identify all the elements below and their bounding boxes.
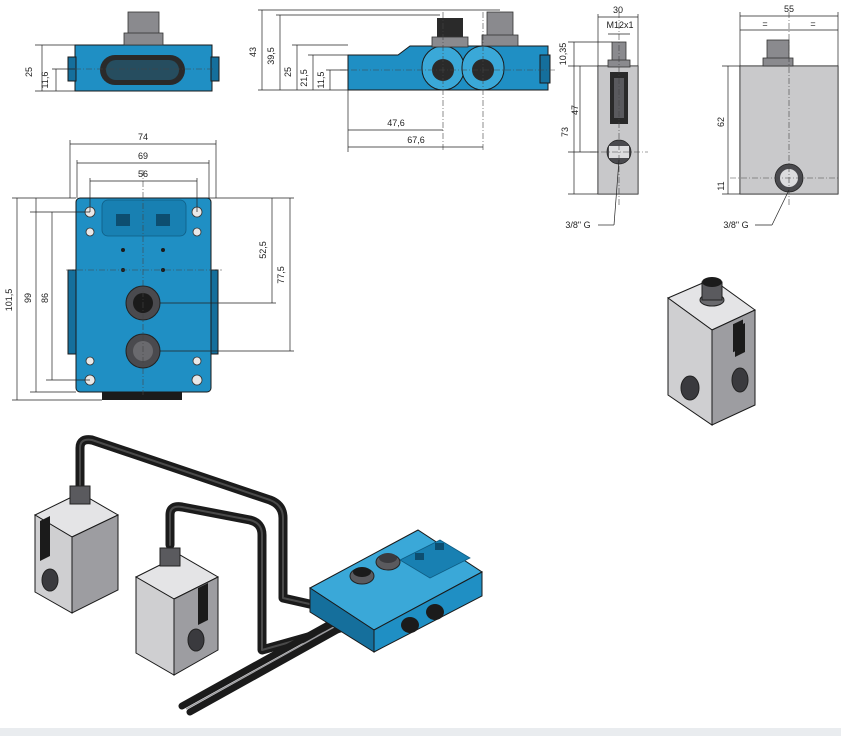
sensor-side-view: 30 M12x1 10,35 47 73 3/8" G bbox=[558, 5, 648, 230]
dim-top-77-5: 77,5 bbox=[276, 266, 286, 284]
front-connector-right bbox=[486, 11, 514, 37]
dim-top-56: 56 bbox=[138, 169, 148, 179]
dim-side-11-6: 11,6 bbox=[40, 72, 50, 89]
sensor-a-connector bbox=[69, 485, 91, 505]
dim-top-52-5: 52,5 bbox=[258, 241, 268, 259]
dim-sensor-eq-left: = bbox=[762, 19, 767, 29]
dim-sensor-eq-right: = bbox=[810, 19, 815, 29]
dim-sensor-port: 3/8" G bbox=[565, 220, 590, 230]
top-view: 74 69 56 101,5 99 86 52,5 77,5 bbox=[4, 132, 294, 401]
dim-sensor-55: 55 bbox=[784, 4, 794, 14]
dim-sensor-30: 30 bbox=[613, 5, 623, 15]
dim-sensor-10-35: 10,35 bbox=[558, 43, 568, 66]
sensor-b-connector bbox=[159, 547, 181, 567]
cable-tail bbox=[186, 616, 359, 716]
dim-front-25: 25 bbox=[283, 67, 293, 77]
dim-top-69: 69 bbox=[138, 151, 148, 161]
dim-side-25: 25 bbox=[24, 67, 34, 77]
dim-sensor-73: 73 bbox=[560, 127, 570, 137]
dim-top-101-5: 101,5 bbox=[4, 289, 14, 312]
dim-sensor-11: 11 bbox=[716, 181, 726, 190]
dim-top-86: 86 bbox=[40, 293, 50, 303]
dim-top-74: 74 bbox=[138, 132, 148, 142]
assembly-isometric bbox=[33, 435, 483, 716]
side-view: 25 11,6 bbox=[24, 11, 220, 92]
front-view: 43 39,5 25 21,5 11,5 47,6 67,6 bbox=[248, 9, 555, 152]
dim-sensor-62: 62 bbox=[716, 117, 726, 127]
dim-sensor-front-port: 3/8" G bbox=[723, 220, 748, 230]
dim-front-21-5: 21,5 bbox=[299, 69, 309, 87]
dim-sensor-47: 47 bbox=[570, 105, 580, 115]
sensor-front-view: 55 = = 62 11 3/8" G bbox=[716, 4, 839, 230]
dim-front-11-5: 11,5 bbox=[316, 72, 326, 89]
side-connector bbox=[127, 11, 160, 35]
sensor-isometric bbox=[666, 277, 756, 426]
dim-front-43: 43 bbox=[248, 47, 258, 57]
dim-front-67-6: 67,6 bbox=[407, 135, 425, 145]
dim-top-99: 99 bbox=[23, 293, 33, 303]
dim-front-39-5: 39,5 bbox=[266, 47, 276, 65]
dim-front-47-6: 47,6 bbox=[387, 118, 405, 128]
side-slot bbox=[100, 55, 185, 85]
front-connector-left bbox=[437, 18, 463, 38]
dim-sensor-thread: M12x1 bbox=[606, 20, 633, 30]
bottom-bar bbox=[0, 728, 841, 736]
